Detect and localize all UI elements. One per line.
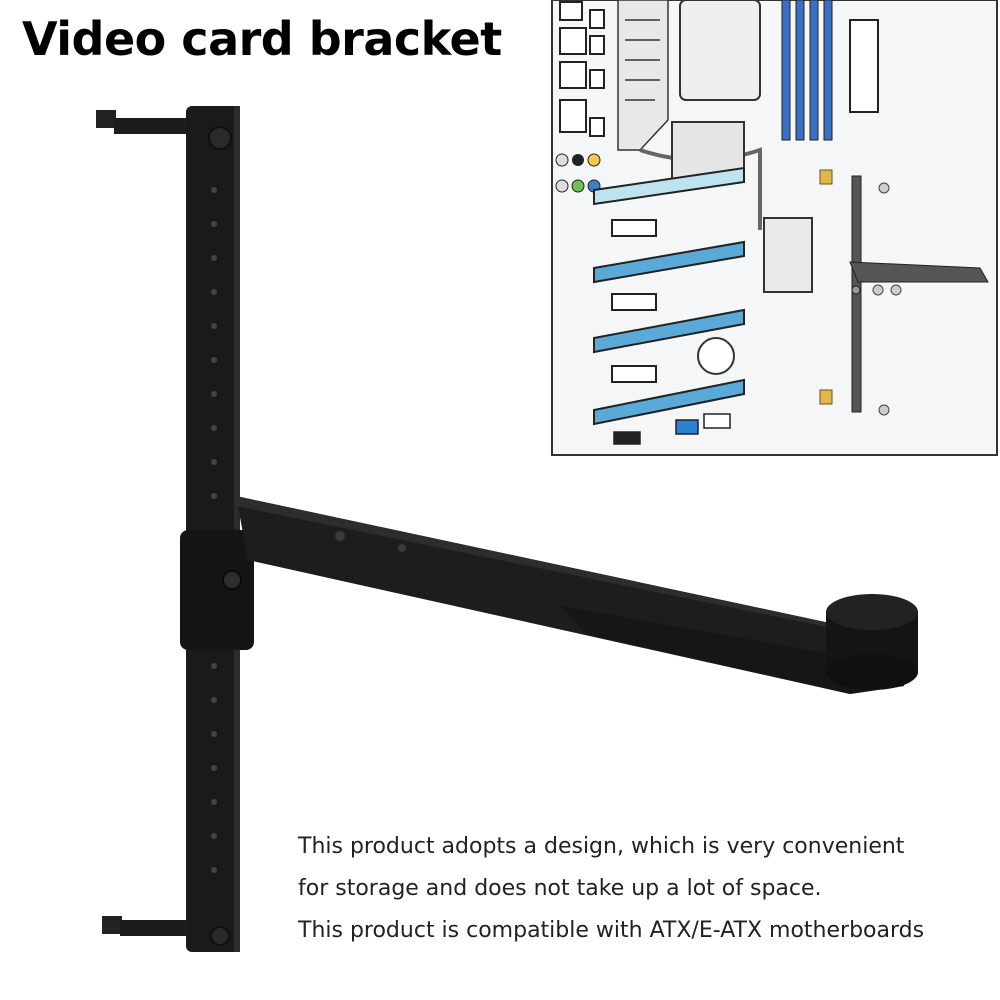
adjustment-hole [211,323,217,329]
adjustment-hole [211,391,217,397]
adjustment-hole [211,255,217,261]
adjustment-hole [211,187,217,193]
adjustment-hole [211,459,217,465]
adjustment-hole [211,425,217,431]
sliding-clamp [180,530,254,650]
front-headers [613,413,731,445]
adjustment-hole [211,221,217,227]
cmos-battery [697,337,735,375]
bracket-photo [96,106,918,952]
adjustment-hole [211,289,217,295]
motherboard-diagram [551,0,998,456]
description-line-1: This product adopts a design, which is v… [298,834,905,859]
ram-slots [781,0,833,141]
vertical-upright [186,106,240,952]
adjustment-holes [211,187,217,873]
adjustment-hole [211,493,217,499]
bottom-standoff [102,916,230,946]
adjustment-hole [211,357,217,363]
atx-power-connector [849,19,879,113]
description-line-3: This product is compatible with ATX/E-AT… [298,918,925,943]
screws [872,182,902,416]
vrm-heatsink [617,0,669,151]
description-line-2: for storage and does not take up a lot o… [298,876,822,901]
cpu-socket [679,0,761,101]
adjustment-hole [211,697,217,703]
adjustment-hole [211,663,217,669]
pcie-slots [593,166,745,426]
adjustment-hole [211,799,217,805]
adjustment-hole [211,867,217,873]
inset-bracket [849,175,989,413]
standoffs [819,169,833,405]
horizontal-arm [236,496,904,694]
page-title: Video card bracket [22,12,502,66]
adjustment-hole [211,833,217,839]
rear-io-ports [559,1,605,137]
adjustment-hole [211,731,217,737]
audio-jacks [555,153,601,193]
product-description: This product adopts a design, which is v… [298,826,988,952]
adjustment-hole [211,765,217,771]
rubber-foot [826,594,918,690]
chipset-heatsink [763,217,813,293]
top-standoff [96,110,188,134]
